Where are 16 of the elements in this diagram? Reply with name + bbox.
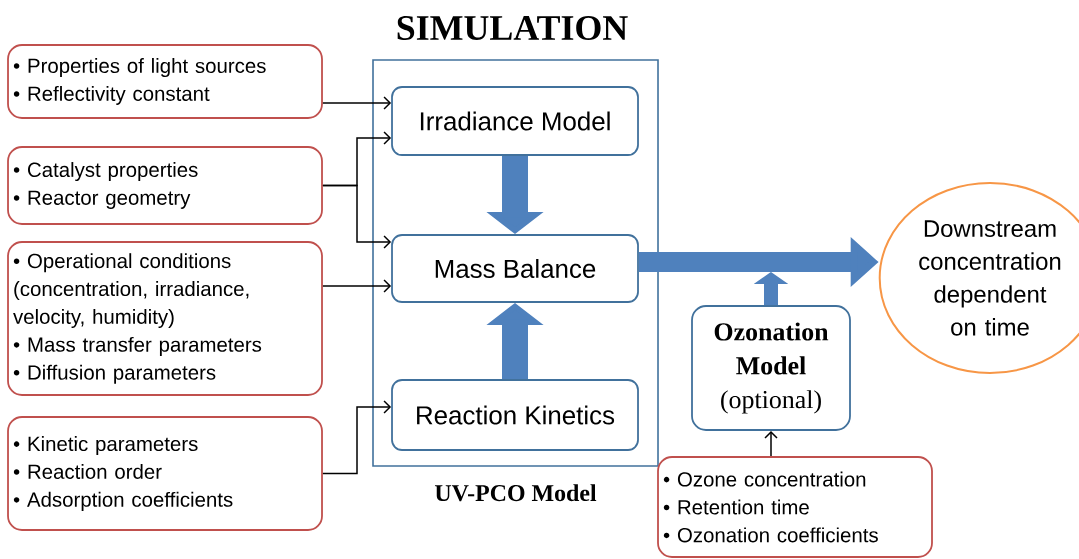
arrow: [322, 96, 392, 110]
arrow: [322, 279, 392, 293]
parameter-box: • Properties of light sources • Reflectivity constant: [7, 44, 323, 119]
node-label: UV-PCO Model: [434, 484, 597, 502]
parameter-box: • Catalyst properties • Reactor geometry: [7, 146, 323, 225]
parameter-box: • Kinetic parameters • Reaction order • Adsorption coefficients: [7, 416, 323, 531]
parameter-box: • Ozone concentration • Retention time • Ozonation coefficients: [657, 456, 933, 558]
arrow: [322, 184, 392, 249]
title: SIMULATION: [397, 15, 628, 41]
process-box: Irradiance Model: [391, 86, 639, 156]
arrow: [764, 430, 778, 457]
process-box: Ozonation Model (optional): [691, 305, 851, 431]
process-box: Mass Balance: [391, 234, 639, 303]
arrow: [322, 400, 392, 475]
process-box: Reaction Kinetics: [391, 379, 639, 451]
parameter-box: • Operational conditions (concentration, irradiance, velocity, humidity) • Mass transfer parameters • Diffusion parameters: [7, 241, 323, 396]
